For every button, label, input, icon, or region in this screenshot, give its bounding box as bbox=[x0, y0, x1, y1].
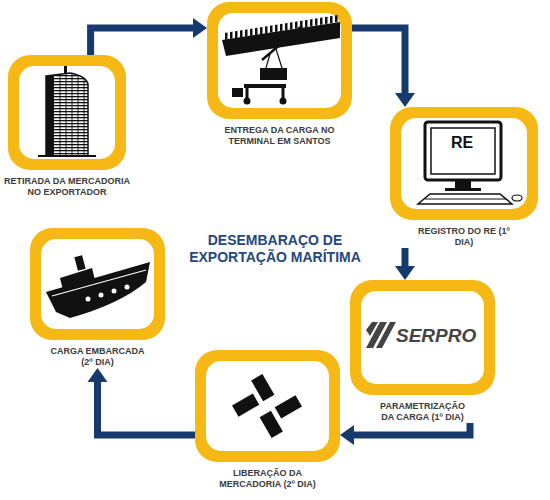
process-box: LIBERAÇÃO DA MERCADORIA (2º DIA) bbox=[195, 350, 340, 490]
icon-frame bbox=[390, 107, 538, 220]
process-box: ENTREGA DA CARGA NO TERMINAL EM SANTOS bbox=[207, 2, 352, 147]
arrow-head bbox=[193, 18, 207, 38]
icon-frame bbox=[207, 2, 352, 119]
icon-frame bbox=[30, 228, 165, 340]
icon-panel bbox=[218, 13, 341, 108]
step-caption: ENTREGA DA CARGA NO TERMINAL EM SANTOS bbox=[215, 125, 345, 147]
flow-arrow bbox=[91, 18, 207, 55]
flow-arrow bbox=[352, 28, 415, 107]
flow-arrow bbox=[88, 368, 196, 435]
flow-line bbox=[352, 28, 405, 93]
arrow-head bbox=[88, 368, 108, 382]
step-caption: CARGA EMBARCADA (2º DIA) bbox=[48, 346, 148, 368]
step-caption: PARAMETRIZAÇÃO DA CARGA (1º DIA) bbox=[373, 401, 473, 423]
flow-line bbox=[354, 423, 470, 435]
step-caption: REGISTRO DO RE (1º DIA) bbox=[417, 226, 512, 248]
process-box: RETIRADA DA MERCADORIA NO EXPORTADOR bbox=[8, 55, 126, 198]
icon-text: SERPRO bbox=[396, 325, 486, 347]
process-box: CARGA EMBARCADA (2º DIA) bbox=[30, 228, 165, 368]
flow-arrow bbox=[395, 248, 415, 280]
icon-panel bbox=[19, 66, 115, 159]
process-box: RE REGISTRO DO RE (1º DIA) bbox=[390, 107, 538, 248]
icon-panel bbox=[401, 118, 527, 209]
icon-text: RE bbox=[444, 133, 480, 152]
flow-arrow bbox=[340, 423, 470, 445]
arrow-head bbox=[395, 93, 415, 107]
icon-panel bbox=[41, 239, 154, 329]
step-caption: LIBERAÇÃO DA MERCADORIA (2º DIA) bbox=[208, 468, 328, 490]
icon-frame bbox=[8, 55, 126, 170]
flow-line bbox=[98, 382, 196, 435]
flow-line bbox=[91, 28, 193, 55]
arrow-head bbox=[340, 425, 354, 445]
icon-frame bbox=[195, 350, 340, 462]
diagram-title: DESEMBARAÇO DE EXPORTAÇÃO MARÍTIMA bbox=[175, 232, 375, 266]
arrow-head bbox=[395, 266, 415, 280]
flow-line bbox=[402, 248, 409, 266]
process-box: SERPRO PARAMETRIZAÇÃO DA CARGA (1º DIA) bbox=[350, 280, 495, 423]
step-caption: RETIRADA DA MERCADORIA NO EXPORTADOR bbox=[0, 176, 137, 198]
icon-panel bbox=[206, 361, 329, 451]
